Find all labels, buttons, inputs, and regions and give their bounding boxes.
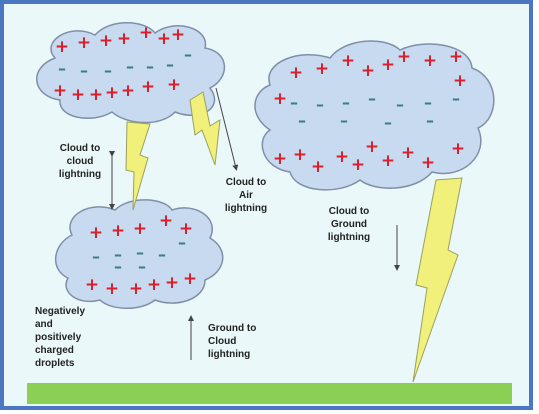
negative-charge-icon: – <box>452 89 460 108</box>
negative-charge-icon: – <box>126 57 134 76</box>
arrow-cloud-to-air <box>215 87 239 171</box>
negative-charge-icon: – <box>158 245 166 264</box>
negative-charge-icon: – <box>316 95 324 114</box>
label-cloud-to-ground: Cloud to Ground lightning <box>327 206 371 243</box>
label-charged-droplets: Negatively and positively charged drople… <box>35 306 86 369</box>
positive-charge-icon: + <box>311 157 325 177</box>
negative-charge-icon: – <box>58 59 66 78</box>
negative-charge-icon: – <box>178 233 186 252</box>
positive-charge-icon: + <box>121 81 135 101</box>
cloud-right <box>254 40 495 191</box>
positive-charge-icon: + <box>105 83 119 103</box>
positive-charge-icon: + <box>167 75 181 95</box>
positive-charge-icon: + <box>179 219 193 239</box>
positive-charge-icon: + <box>315 59 329 79</box>
positive-charge-icon: + <box>351 155 365 175</box>
negative-charge-icon: – <box>342 93 350 112</box>
positive-charge-icon: + <box>55 37 69 57</box>
positive-charge-icon: + <box>293 145 307 165</box>
positive-charge-icon: + <box>77 33 91 53</box>
positive-charge-icon: + <box>365 137 379 157</box>
positive-charge-icon: + <box>361 61 375 81</box>
positive-charge-icon: + <box>85 275 99 295</box>
bolt-cloud-to-cloud <box>125 121 151 211</box>
negative-charge-icon: – <box>114 257 122 276</box>
positive-charge-icon: + <box>289 63 303 83</box>
positive-charge-icon: + <box>423 51 437 71</box>
negative-charge-icon: – <box>114 245 122 264</box>
label-cloud-to-air: Cloud to Air lightning <box>224 177 268 214</box>
negative-charge-icon: – <box>138 257 146 276</box>
positive-charge-icon: + <box>89 85 103 105</box>
positive-charge-icon: + <box>401 143 415 163</box>
positive-charge-icon: + <box>117 29 131 49</box>
positive-charge-icon: + <box>157 29 171 49</box>
positive-charge-icon: + <box>453 71 467 91</box>
positive-charge-icon: + <box>381 55 395 75</box>
positive-charge-icon: + <box>53 81 67 101</box>
negative-charge-icon: – <box>424 93 432 112</box>
positive-charge-icon: + <box>421 153 435 173</box>
negative-charge-icon: – <box>340 111 348 130</box>
positive-charge-icon: + <box>397 47 411 67</box>
negative-charge-icon: – <box>80 61 88 80</box>
positive-charge-icon: + <box>99 31 113 51</box>
negative-charge-icon: – <box>166 55 174 74</box>
positive-charge-icon: + <box>111 221 125 241</box>
positive-charge-icon: + <box>165 273 179 293</box>
positive-charge-icon: + <box>171 25 185 45</box>
bolt-cloud-to-ground <box>412 177 463 383</box>
positive-charge-icon: + <box>133 219 147 239</box>
negative-charge-icon: – <box>368 89 376 108</box>
positive-charge-icon: + <box>141 77 155 97</box>
positive-charge-icon: + <box>147 275 161 295</box>
negative-charge-icon: – <box>184 45 192 64</box>
positive-charge-icon: + <box>89 223 103 243</box>
cloud-bottom-left <box>54 199 224 309</box>
negative-charge-icon: – <box>298 111 306 130</box>
positive-charge-icon: + <box>273 149 287 169</box>
positive-charge-icon: + <box>129 279 143 299</box>
negative-charge-icon: – <box>396 95 404 114</box>
positive-charge-icon: + <box>139 23 153 43</box>
positive-charge-icon: + <box>451 139 465 159</box>
label-ground-to-cloud: Ground to Cloud lightning <box>208 323 257 360</box>
positive-charge-icon: + <box>183 269 197 289</box>
charges-layer: ++++++++++++++++++++++++++++++++++++++++… <box>53 23 467 299</box>
positive-charge-icon: + <box>71 85 85 105</box>
positive-charge-icon: + <box>105 279 119 299</box>
positive-charge-icon: + <box>159 211 173 231</box>
bolt-cloud-to-air <box>189 91 221 166</box>
positive-charge-icon: + <box>449 47 463 67</box>
negative-charge-icon: – <box>136 243 144 262</box>
positive-charge-icon: + <box>381 151 395 171</box>
negative-charge-icon: – <box>426 111 434 130</box>
negative-charge-icon: – <box>92 247 100 266</box>
positive-charge-icon: + <box>273 89 287 109</box>
label-cloud-to-cloud: Cloud to cloud lightning <box>58 143 102 180</box>
ground <box>27 383 512 404</box>
negative-charge-icon: – <box>146 57 154 76</box>
positive-charge-icon: + <box>335 147 349 167</box>
negative-charge-icon: – <box>290 93 298 112</box>
negative-charge-icon: – <box>384 113 392 132</box>
cloud-top-left <box>36 22 226 124</box>
negative-charge-icon: – <box>104 61 112 80</box>
positive-charge-icon: + <box>341 51 355 71</box>
